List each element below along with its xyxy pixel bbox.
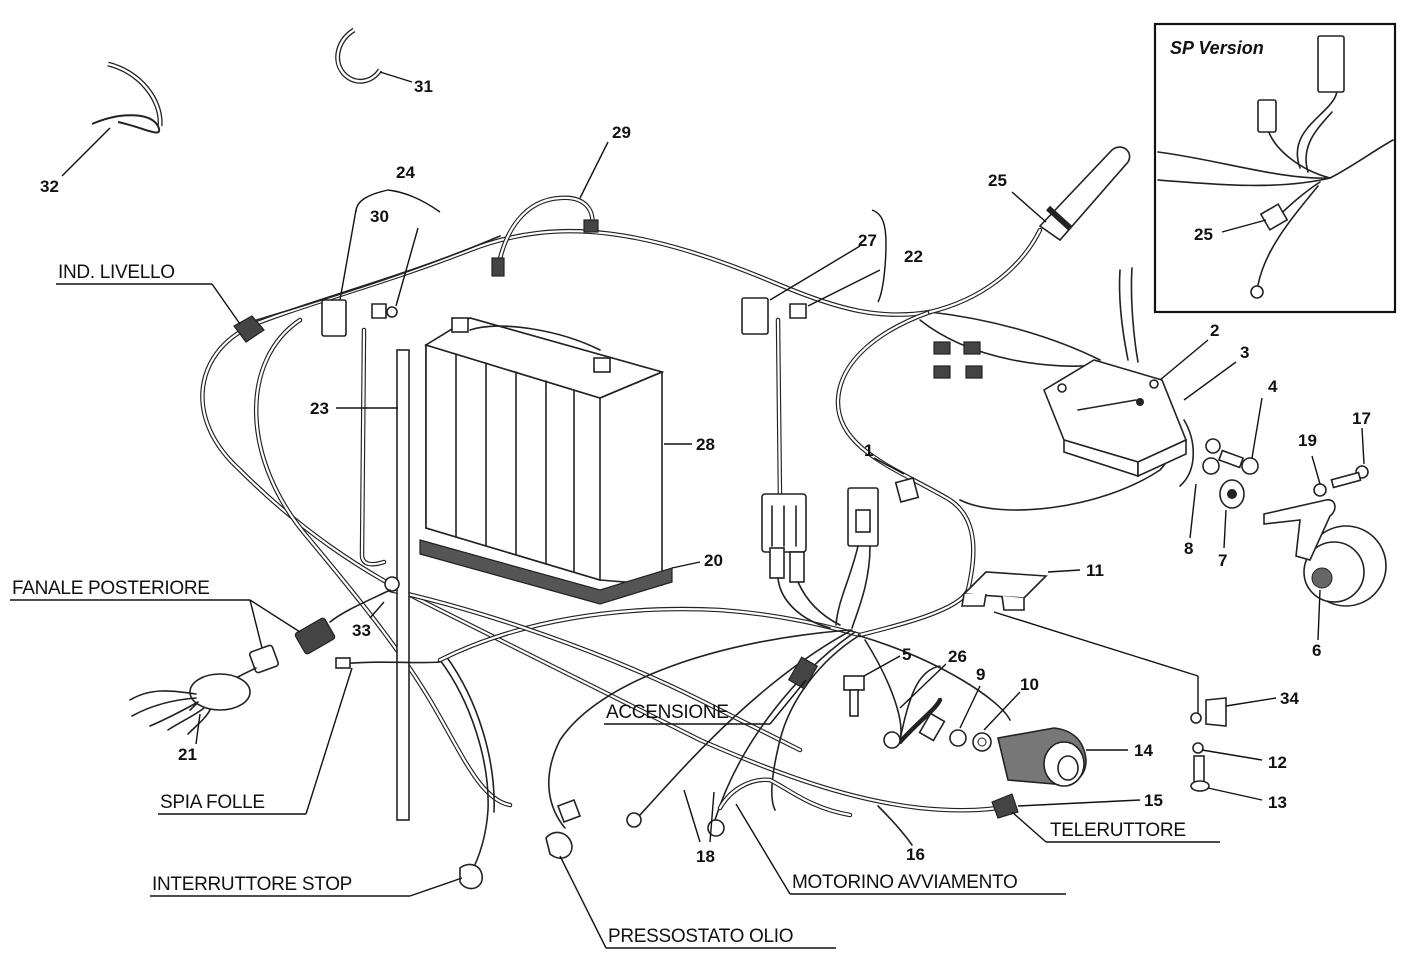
callout-12: 12: [1268, 753, 1287, 772]
callout-24: 24: [396, 163, 415, 182]
part-25-harness-end: [1011, 146, 1131, 242]
inset-title: SP Version: [1170, 38, 1264, 58]
component-names: IND. LIVELLO FANALE POSTERIORE ACCENSION…: [12, 262, 1186, 947]
name-leaders: [604, 679, 1220, 895]
battery-cables: [321, 189, 441, 821]
inset-connector: [1317, 35, 1345, 93]
label-motorino-avviamento: MOTORINO AVVIAMENTO: [792, 872, 1018, 893]
inset-ring-terminal: [1250, 285, 1264, 299]
callout-32: 32: [40, 177, 59, 196]
terminal-27: [741, 209, 887, 503]
callout-25: 25: [988, 171, 1007, 190]
connectors-center: [761, 457, 920, 690]
callout-34: 34: [1280, 689, 1299, 708]
battery-pad-20: [419, 539, 701, 605]
clamp-33: [384, 576, 400, 592]
hardware-right: [1189, 397, 1369, 549]
terminal-boot-30: [321, 299, 347, 337]
callout-2: 2: [1210, 321, 1219, 340]
part-29-jumper: [491, 141, 609, 277]
callout-8: 8: [1184, 539, 1193, 558]
fuse-1: [894, 477, 920, 503]
callout-27: 27: [858, 231, 877, 250]
inset-small-connector: [1257, 99, 1277, 133]
label-teleruttore: TELERUTTORE: [1050, 820, 1186, 841]
callout-16: 16: [906, 845, 925, 864]
callout-13: 13: [1268, 793, 1287, 812]
callout-14: 14: [1134, 741, 1153, 760]
bracket-34: [1190, 697, 1277, 801]
callout-21: 21: [178, 745, 197, 764]
inset-callout-25: 25: [1194, 225, 1213, 244]
callout-28: 28: [696, 435, 715, 454]
label-fanale-posteriore: FANALE POSTERIORE: [12, 578, 210, 599]
callout-29: 29: [612, 123, 631, 142]
label-interruttore-stop: INTERRUTTORE STOP: [152, 874, 352, 895]
inset-fuse: [1259, 203, 1289, 231]
callout-17: 17: [1352, 409, 1371, 428]
callout-5: 5: [902, 645, 911, 664]
callout-numbers: 1 2 3 4 5 6 7 8 9 10 11 12 13 14 15 16 1…: [40, 77, 1371, 866]
callout-19: 19: [1298, 431, 1317, 450]
label-accensione: ACCENSIONE: [606, 702, 729, 723]
callout-30: 30: [370, 207, 389, 226]
lower-center-parts: [626, 655, 1141, 846]
ignition-connector: [787, 656, 819, 690]
callout-11: 11: [1086, 561, 1104, 580]
callout-23: 23: [310, 399, 329, 418]
callout-18: 18: [696, 847, 715, 866]
callout-3: 3: [1240, 343, 1249, 362]
label-pressostato-olio: PRESSOSTATO OLIO: [608, 926, 793, 947]
callout-1: 1: [864, 441, 873, 460]
callout-10: 10: [1020, 675, 1039, 694]
label-ind-livello: IND. LIVELLO: [58, 262, 175, 283]
callout-9: 9: [976, 665, 985, 684]
cable-clip-32: [61, 61, 163, 177]
horn-6: [1263, 499, 1387, 641]
callout-20: 20: [704, 551, 723, 570]
label-spia-folle: SPIA FOLLE: [160, 792, 265, 813]
callout-22: 22: [904, 247, 923, 266]
relay-14: [949, 685, 1128, 787]
battery-28: [424, 317, 692, 586]
callout-4: 4: [1268, 377, 1278, 396]
left-components: [10, 283, 836, 949]
sp-version-inset: SP Version 25: [1153, 22, 1397, 314]
cable-clip-31: [335, 27, 413, 84]
callout-33: 33: [352, 621, 371, 640]
callout-7: 7: [1218, 551, 1227, 570]
callout-6: 6: [1312, 641, 1321, 660]
regulator-2: [933, 339, 1237, 487]
bracket-11: [961, 569, 1199, 720]
callout-31: 31: [414, 77, 433, 96]
callout-26: 26: [948, 647, 967, 666]
callout-15: 15: [1144, 791, 1163, 810]
